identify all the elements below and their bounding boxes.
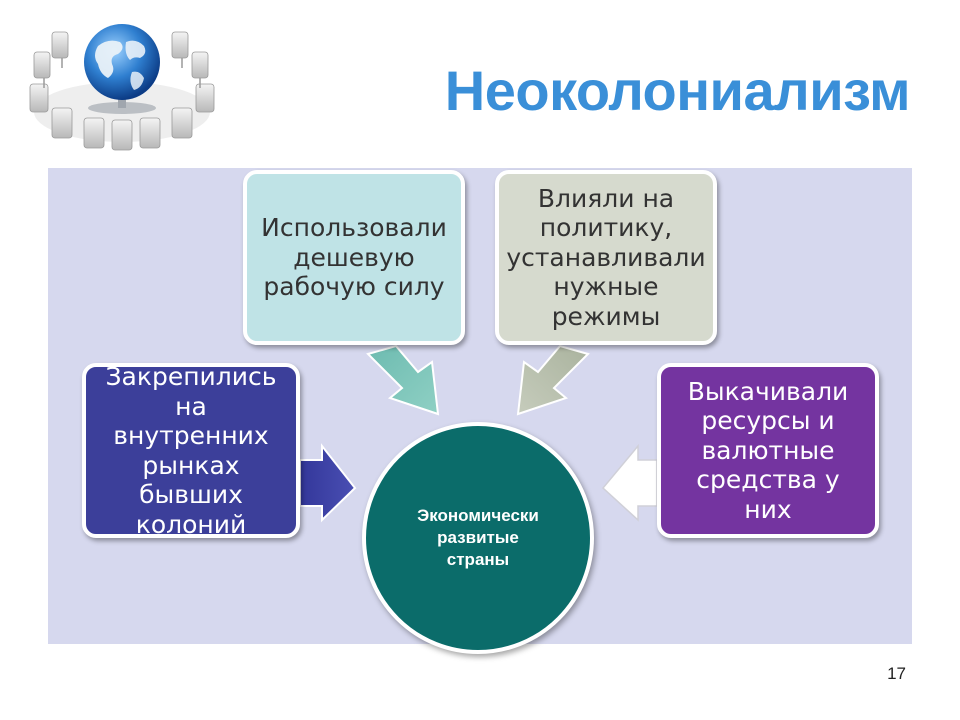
globe-chairs-icon xyxy=(29,24,215,151)
arrow-top-left-to-center xyxy=(366,344,440,416)
center-developed-countries: Экономически развитые страны xyxy=(362,422,594,654)
arrow-top-right-to-center xyxy=(516,344,590,416)
box-resource-extraction: Выкачивали ресурсы и валютные средства у… xyxy=(657,363,879,538)
page-title: Неоколониализм xyxy=(444,59,911,122)
box-cheap-labor: Использовали дешевую рабочую силу xyxy=(243,170,465,345)
arrow-left-to-center xyxy=(299,443,357,523)
page-number: 17 xyxy=(887,664,906,683)
box-political-influence: Влияли на политику, устанавливали нужные… xyxy=(495,170,717,345)
box-internal-markets: Закрепились на внутренних рынках бывших … xyxy=(82,362,300,539)
arrow-right-to-center xyxy=(601,443,658,522)
